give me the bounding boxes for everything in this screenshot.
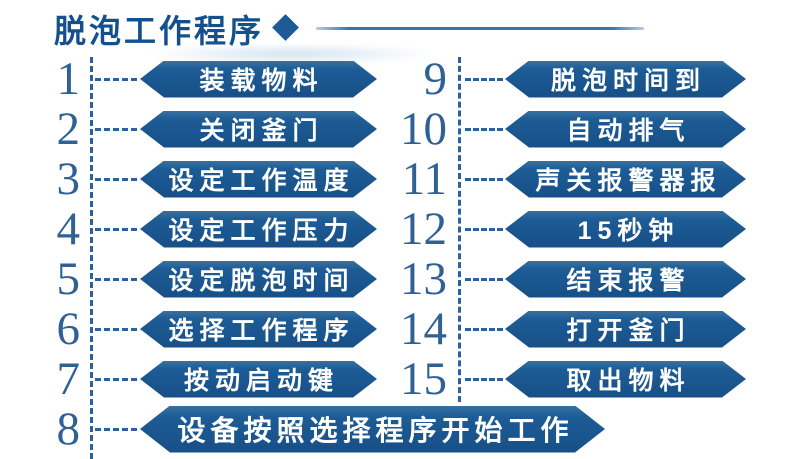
step-14-number: 14 — [400, 303, 447, 355]
step-9-number: 9 — [423, 53, 448, 105]
connector-dashes — [465, 227, 503, 231]
connector-dashes — [465, 377, 503, 381]
step-1-number: 1 — [56, 53, 81, 105]
step-9-label: 脱泡时间到 — [550, 67, 706, 95]
step-2-label: 关闭釜门 — [199, 117, 324, 145]
step-13-row: 13 结束报警 — [367, 254, 746, 304]
connector-dashes — [95, 427, 137, 431]
step-3-pill: 设定工作温度 — [140, 161, 377, 198]
watermark-smudge — [140, 44, 440, 64]
step-6-number: 6 — [56, 303, 81, 355]
step-11-label: 声关报警器报 — [535, 167, 722, 195]
step-15-number: 15 — [400, 353, 447, 405]
connector-dashes — [465, 177, 503, 181]
step-10-label: 自动排气 — [566, 117, 691, 145]
step-10-row: 10 自动排气 — [367, 104, 746, 154]
step-1-label: 装载物料 — [199, 67, 324, 95]
connector-dashes — [465, 277, 503, 281]
step-7-row: 7 按动启动键 — [0, 354, 377, 404]
step-9-pill: 脱泡时间到 — [505, 61, 746, 98]
title-rule — [316, 27, 644, 30]
step-8-pill: 设备按照选择程序开始工作 — [140, 406, 605, 453]
step-14-pill: 打开釜门 — [505, 311, 746, 348]
connector-dashes — [465, 127, 503, 131]
step-11-pill: 声关报警器报 — [505, 161, 746, 198]
step-3-number: 3 — [56, 153, 81, 205]
step-13-label: 结束报警 — [566, 267, 691, 295]
step-11-number: 11 — [401, 153, 447, 205]
connector-dashes — [95, 377, 137, 381]
step-2-row: 2 关闭釜门 — [0, 104, 377, 154]
step-1-pill: 装载物料 — [140, 61, 377, 98]
step-5-label: 设定脱泡时间 — [168, 267, 355, 295]
step-11-row: 11 声关报警器报 — [367, 154, 746, 204]
connector-dashes — [95, 177, 137, 181]
diamond-icon — [272, 14, 299, 41]
step-9-row: 9 脱泡时间到 — [367, 54, 746, 104]
step-15-pill: 取出物料 — [505, 361, 746, 398]
step-14-row: 14 打开釜门 — [367, 304, 746, 354]
step-3-label: 设定工作温度 — [168, 167, 355, 195]
step-2-number: 2 — [56, 103, 81, 155]
step-4-label: 设定工作压力 — [168, 217, 355, 245]
step-14-label: 打开釜门 — [566, 317, 691, 345]
connector-dashes — [95, 327, 137, 331]
connector-dashes — [95, 277, 137, 281]
connector-dashes — [95, 77, 137, 81]
step-1-row: 1 装载物料 — [0, 54, 377, 104]
step-10-pill: 自动排气 — [505, 111, 746, 148]
step-12-number: 12 — [400, 203, 447, 255]
left-steps-column: 1 装载物料 2 关闭釜门 3 设定工作温度 4 设定工作压力 5 设定脱泡时间… — [0, 54, 377, 454]
step-5-number: 5 — [56, 253, 81, 305]
step-13-number: 13 — [400, 253, 447, 305]
step-7-label: 按动启动键 — [183, 367, 339, 395]
step-4-row: 4 设定工作压力 — [0, 204, 377, 254]
step-6-label: 选择工作程序 — [168, 317, 355, 345]
step-12-row: 12 15秒钟 — [367, 204, 746, 254]
right-column-dashed-line — [458, 57, 461, 402]
connector-dashes — [95, 227, 137, 231]
step-13-pill: 结束报警 — [505, 261, 746, 298]
connector-dashes — [95, 127, 137, 131]
step-12-pill: 15秒钟 — [505, 211, 746, 248]
step-15-label: 取出物料 — [566, 367, 691, 395]
step-5-row: 5 设定脱泡时间 — [0, 254, 377, 304]
step-3-row: 3 设定工作温度 — [0, 154, 377, 204]
step-8-row: 8 设备按照选择程序开始工作 — [0, 402, 605, 456]
step-6-pill: 选择工作程序 — [140, 311, 377, 348]
step-4-number: 4 — [56, 203, 81, 255]
step-7-pill: 按动启动键 — [140, 361, 377, 398]
step-8-label: 设备按照选择程序开始工作 — [177, 415, 574, 446]
step-5-pill: 设定脱泡时间 — [140, 261, 377, 298]
step-15-row: 15 取出物料 — [367, 354, 746, 404]
right-steps-column: 9 脱泡时间到 10 自动排气 11 声关报警器报 12 15秒钟 13 结束报… — [367, 54, 746, 404]
step-2-pill: 关闭釜门 — [140, 111, 377, 148]
connector-dashes — [465, 77, 503, 81]
connector-dashes — [465, 327, 503, 331]
left-column-dashed-line — [90, 57, 93, 459]
step-7-number: 7 — [56, 353, 81, 405]
page-title: 脱泡工作程序 — [54, 13, 265, 49]
step-8-number: 8 — [56, 403, 81, 455]
step-6-row: 6 选择工作程序 — [0, 304, 377, 354]
step-10-number: 10 — [400, 103, 447, 155]
step-12-label: 15秒钟 — [577, 217, 680, 245]
step-4-pill: 设定工作压力 — [140, 211, 377, 248]
